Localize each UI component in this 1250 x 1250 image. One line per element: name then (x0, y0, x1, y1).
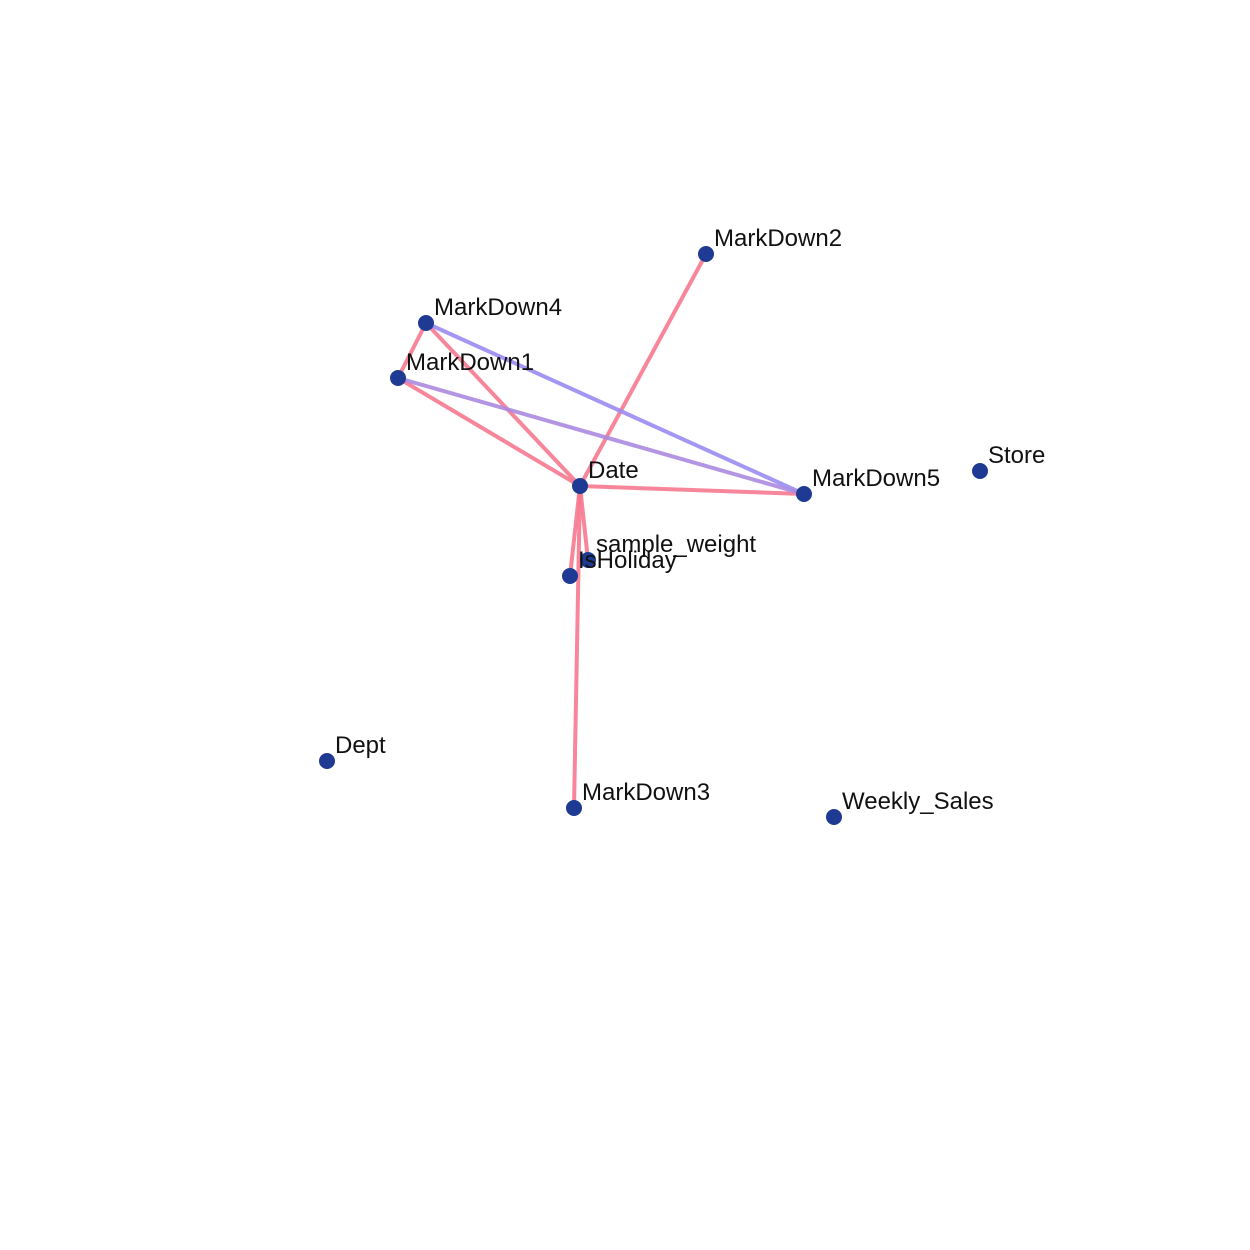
node-label-Date: Date (588, 457, 639, 484)
graph-edges (396, 252, 806, 810)
node-MarkDown4 (418, 315, 434, 331)
edge-Date-MarkDown3 (572, 484, 582, 810)
edge-MarkDown4-MarkDown5 (424, 321, 806, 496)
node-MarkDown1 (390, 370, 406, 386)
node-label-Dept: Dept (335, 732, 386, 759)
node-label-Weekly_Sales: Weekly_Sales (842, 788, 994, 815)
node-label-MarkDown3: MarkDown3 (582, 779, 710, 806)
edge-Date-MarkDown1 (396, 376, 582, 488)
node-sample_weight (580, 552, 596, 568)
node-MarkDown5 (796, 486, 812, 502)
edge-MarkDown1-MarkDown5 (396, 376, 806, 496)
node-Store (972, 463, 988, 479)
node-Date (572, 478, 588, 494)
node-label-sample_weight: sample_weight (596, 531, 756, 558)
node-label-MarkDown4: MarkDown4 (434, 294, 562, 321)
edge-Date-MarkDown4 (424, 321, 582, 488)
node-label-IsHoliday: IsHoliday (578, 547, 677, 574)
node-label-Store: Store (988, 442, 1045, 469)
node-Weekly_Sales (826, 809, 842, 825)
edge-Date-MarkDown5 (578, 484, 806, 496)
node-MarkDown2 (698, 246, 714, 262)
node-Dept (319, 753, 335, 769)
node-label-MarkDown5: MarkDown5 (812, 465, 940, 492)
edge-Date-MarkDown2 (578, 252, 708, 488)
node-label-MarkDown1: MarkDown1 (406, 349, 534, 376)
node-IsHoliday (562, 568, 578, 584)
graph-nodes (319, 246, 988, 825)
edge-MarkDown4-MarkDown1 (396, 321, 428, 380)
node-MarkDown3 (566, 800, 582, 816)
node-label-MarkDown2: MarkDown2 (714, 225, 842, 252)
